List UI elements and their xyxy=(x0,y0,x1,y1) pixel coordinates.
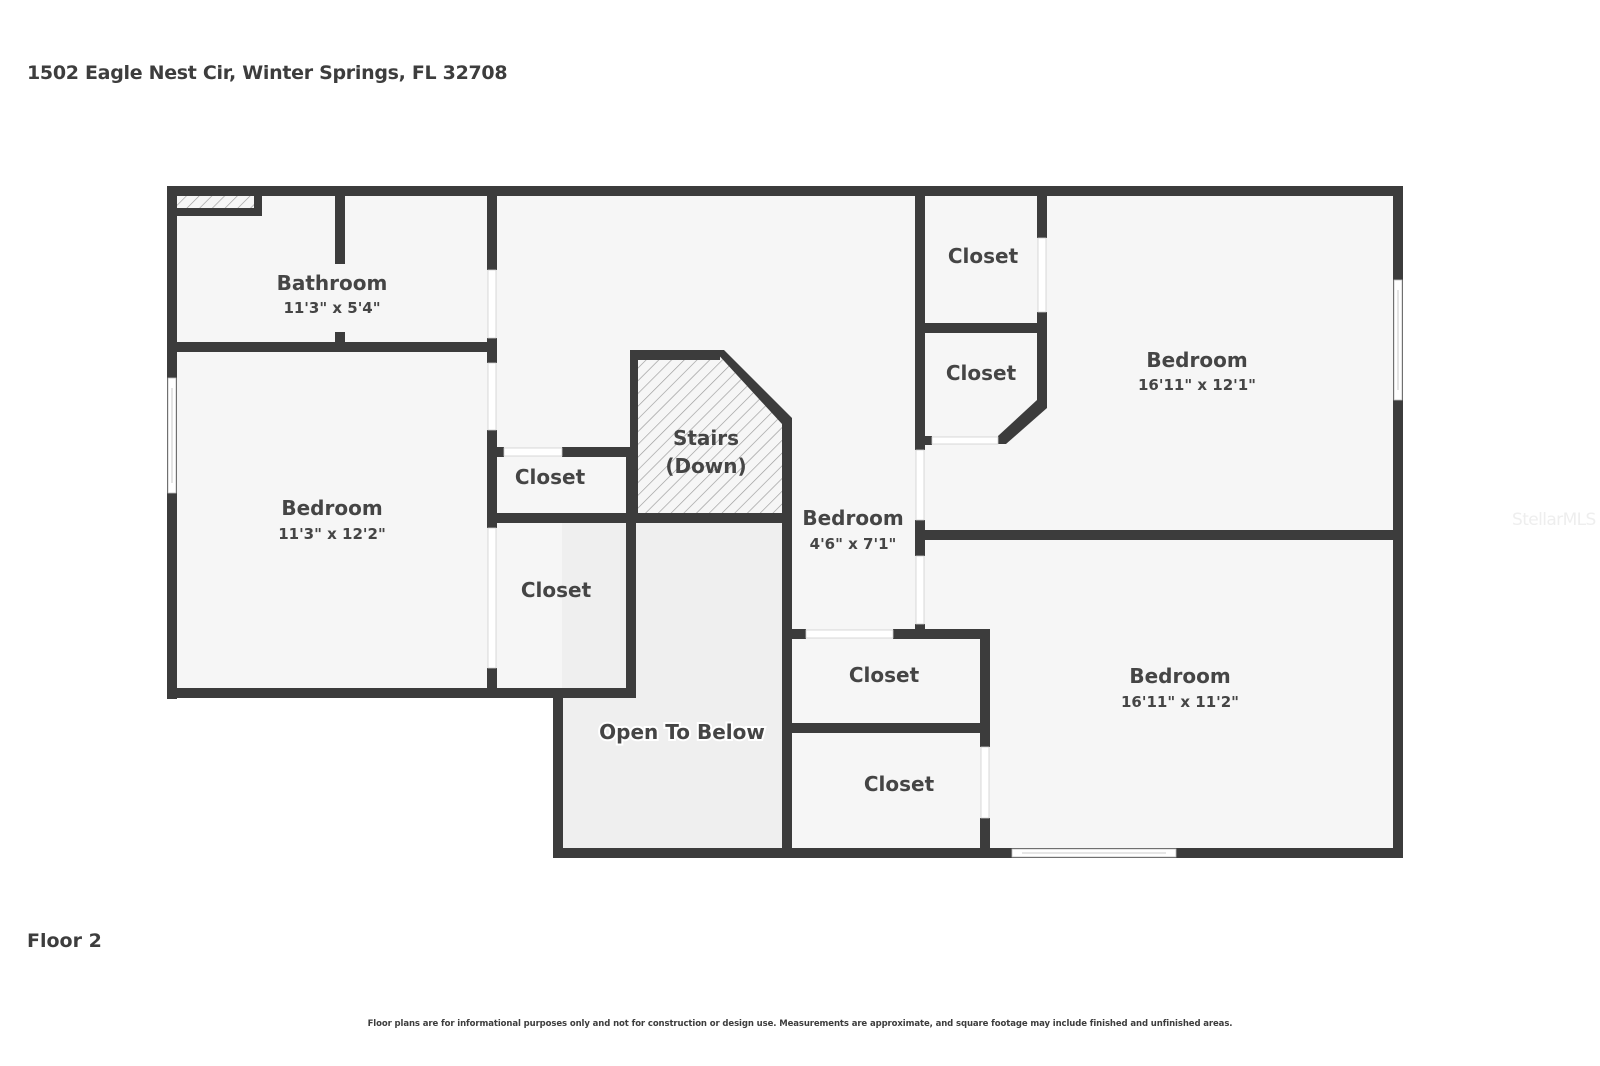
door-bedroom-top-right xyxy=(915,449,925,521)
closet-hatch xyxy=(176,196,258,209)
room-name-stairs: Stairs xyxy=(673,426,739,450)
door-closet-top-right-1 xyxy=(1037,237,1047,313)
room-name-closet-top-right-1: Closet xyxy=(948,244,1019,268)
open-to-below-area xyxy=(562,520,784,852)
door-closet-left-small xyxy=(503,447,563,457)
door-closet-center-1 xyxy=(805,629,894,639)
room-name-bedroom-center: Bedroom xyxy=(802,506,903,530)
room-name-bedroom-top-right: Bedroom xyxy=(1146,348,1247,372)
room-name-closet-left-large: Closet xyxy=(521,578,592,602)
room-name-closet-center-2: Closet xyxy=(864,772,935,796)
door-bedroom-bottom-right xyxy=(915,555,925,625)
room-name-bedroom-bottom-right: Bedroom xyxy=(1129,664,1230,688)
room-name-closet-center-1: Closet xyxy=(849,663,920,687)
room-dims-bedroom-center: 4'6" x 7'1" xyxy=(810,535,897,553)
walls xyxy=(167,186,1403,858)
watermark: StellarMLS xyxy=(1512,510,1596,530)
door-bedroom-left xyxy=(487,362,497,431)
room-sub-stairs: (Down) xyxy=(665,454,746,478)
room-name-closet-top-right-2: Closet xyxy=(946,361,1017,385)
room-dims-bathroom: 11'3" x 5'4" xyxy=(283,299,380,317)
room-dims-bedroom-left: 11'3" x 12'2" xyxy=(278,525,386,543)
room-dims-bedroom-top-right: 16'11" x 12'1" xyxy=(1138,376,1256,394)
door-closet-left-large xyxy=(487,527,497,669)
door-closet-center-2 xyxy=(980,746,990,819)
property-address: 1502 Eagle Nest Cir, Winter Springs, FL … xyxy=(27,62,508,84)
floor-label: Floor 2 xyxy=(27,930,102,952)
room-name-closet-left-small: Closet xyxy=(515,465,586,489)
room-labels: Bathroom 11'3" x 5'4" Bedroom 11'3" x 12… xyxy=(277,244,1256,796)
door-closet-top-right-2 xyxy=(931,436,999,445)
stairs-hatch xyxy=(634,355,785,517)
door-bathroom xyxy=(487,269,497,339)
windows xyxy=(167,279,1403,858)
door-openings xyxy=(487,237,1047,819)
disclaimer: Floor plans are for informational purpos… xyxy=(367,1019,1233,1029)
room-name-open-to-below: Open To Below xyxy=(599,720,765,744)
room-name-bedroom-left: Bedroom xyxy=(281,496,382,520)
room-dims-bedroom-bottom-right: 16'11" x 11'2" xyxy=(1121,693,1239,711)
room-name-bathroom: Bathroom xyxy=(277,271,388,295)
